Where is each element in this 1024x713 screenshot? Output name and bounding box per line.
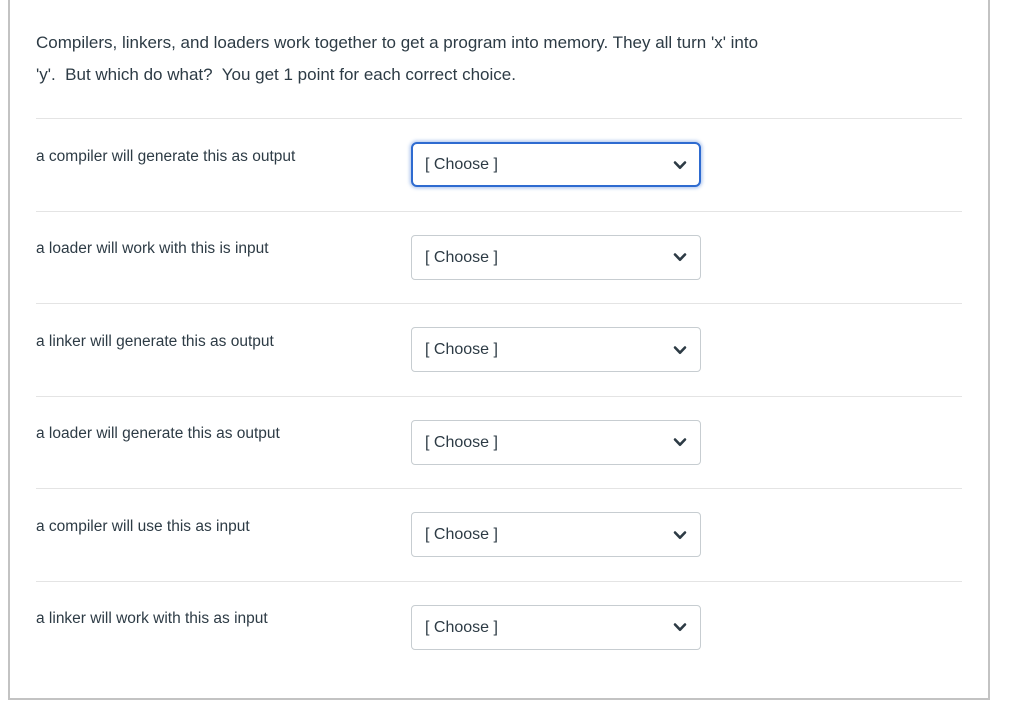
match-row-linker-input: a linker will work with this as input [ … xyxy=(36,580,962,674)
question-prompt-line-2: 'y'. But which do what? You get 1 point … xyxy=(36,65,516,84)
match-label: a loader will generate this as output xyxy=(36,425,280,443)
answer-select-wrap: [ Choose ] xyxy=(411,327,701,373)
answer-select-linker-input[interactable]: [ Choose ] xyxy=(411,604,701,650)
answer-select-wrap: [ Choose ] xyxy=(411,234,701,280)
answer-select-wrap: [ Choose ] xyxy=(411,419,701,465)
matching-question-card: Compilers, linkers, and loaders work tog… xyxy=(8,0,990,700)
answer-select-compiler-input[interactable]: [ Choose ] xyxy=(411,512,701,558)
match-label: a compiler will generate this as output xyxy=(36,147,296,165)
match-label: a linker will work with this as input xyxy=(36,610,268,628)
answer-select-loader-input[interactable]: [ Choose ] xyxy=(411,234,701,280)
answer-select-compiler-output[interactable]: [ Choose ] xyxy=(411,142,701,188)
match-label: a compiler will use this as input xyxy=(36,517,250,535)
answer-select-loader-output[interactable]: [ Choose ] xyxy=(411,419,701,465)
answer-select-linker-output[interactable]: [ Choose ] xyxy=(411,327,701,373)
answer-select-wrap: [ Choose ] xyxy=(411,142,701,188)
question-prompt: Compilers, linkers, and loaders work tog… xyxy=(10,0,988,118)
match-row-compiler-output: a compiler will generate this as output … xyxy=(36,118,962,211)
answer-select-wrap: [ Choose ] xyxy=(411,512,701,558)
match-row-compiler-input: a compiler will use this as input [ Choo… xyxy=(36,488,962,581)
question-prompt-line-1: Compilers, linkers, and loaders work tog… xyxy=(36,33,759,52)
match-row-linker-output: a linker will generate this as output [ … xyxy=(36,303,962,396)
answer-select-wrap: [ Choose ] xyxy=(411,604,701,650)
match-rows: a compiler will generate this as output … xyxy=(36,118,962,673)
match-label: a loader will work with this is input xyxy=(36,240,269,258)
match-label: a linker will generate this as output xyxy=(36,332,274,350)
match-row-loader-output: a loader will generate this as output [ … xyxy=(36,395,962,489)
match-row-loader-input: a loader will work with this is input [ … xyxy=(36,210,962,304)
